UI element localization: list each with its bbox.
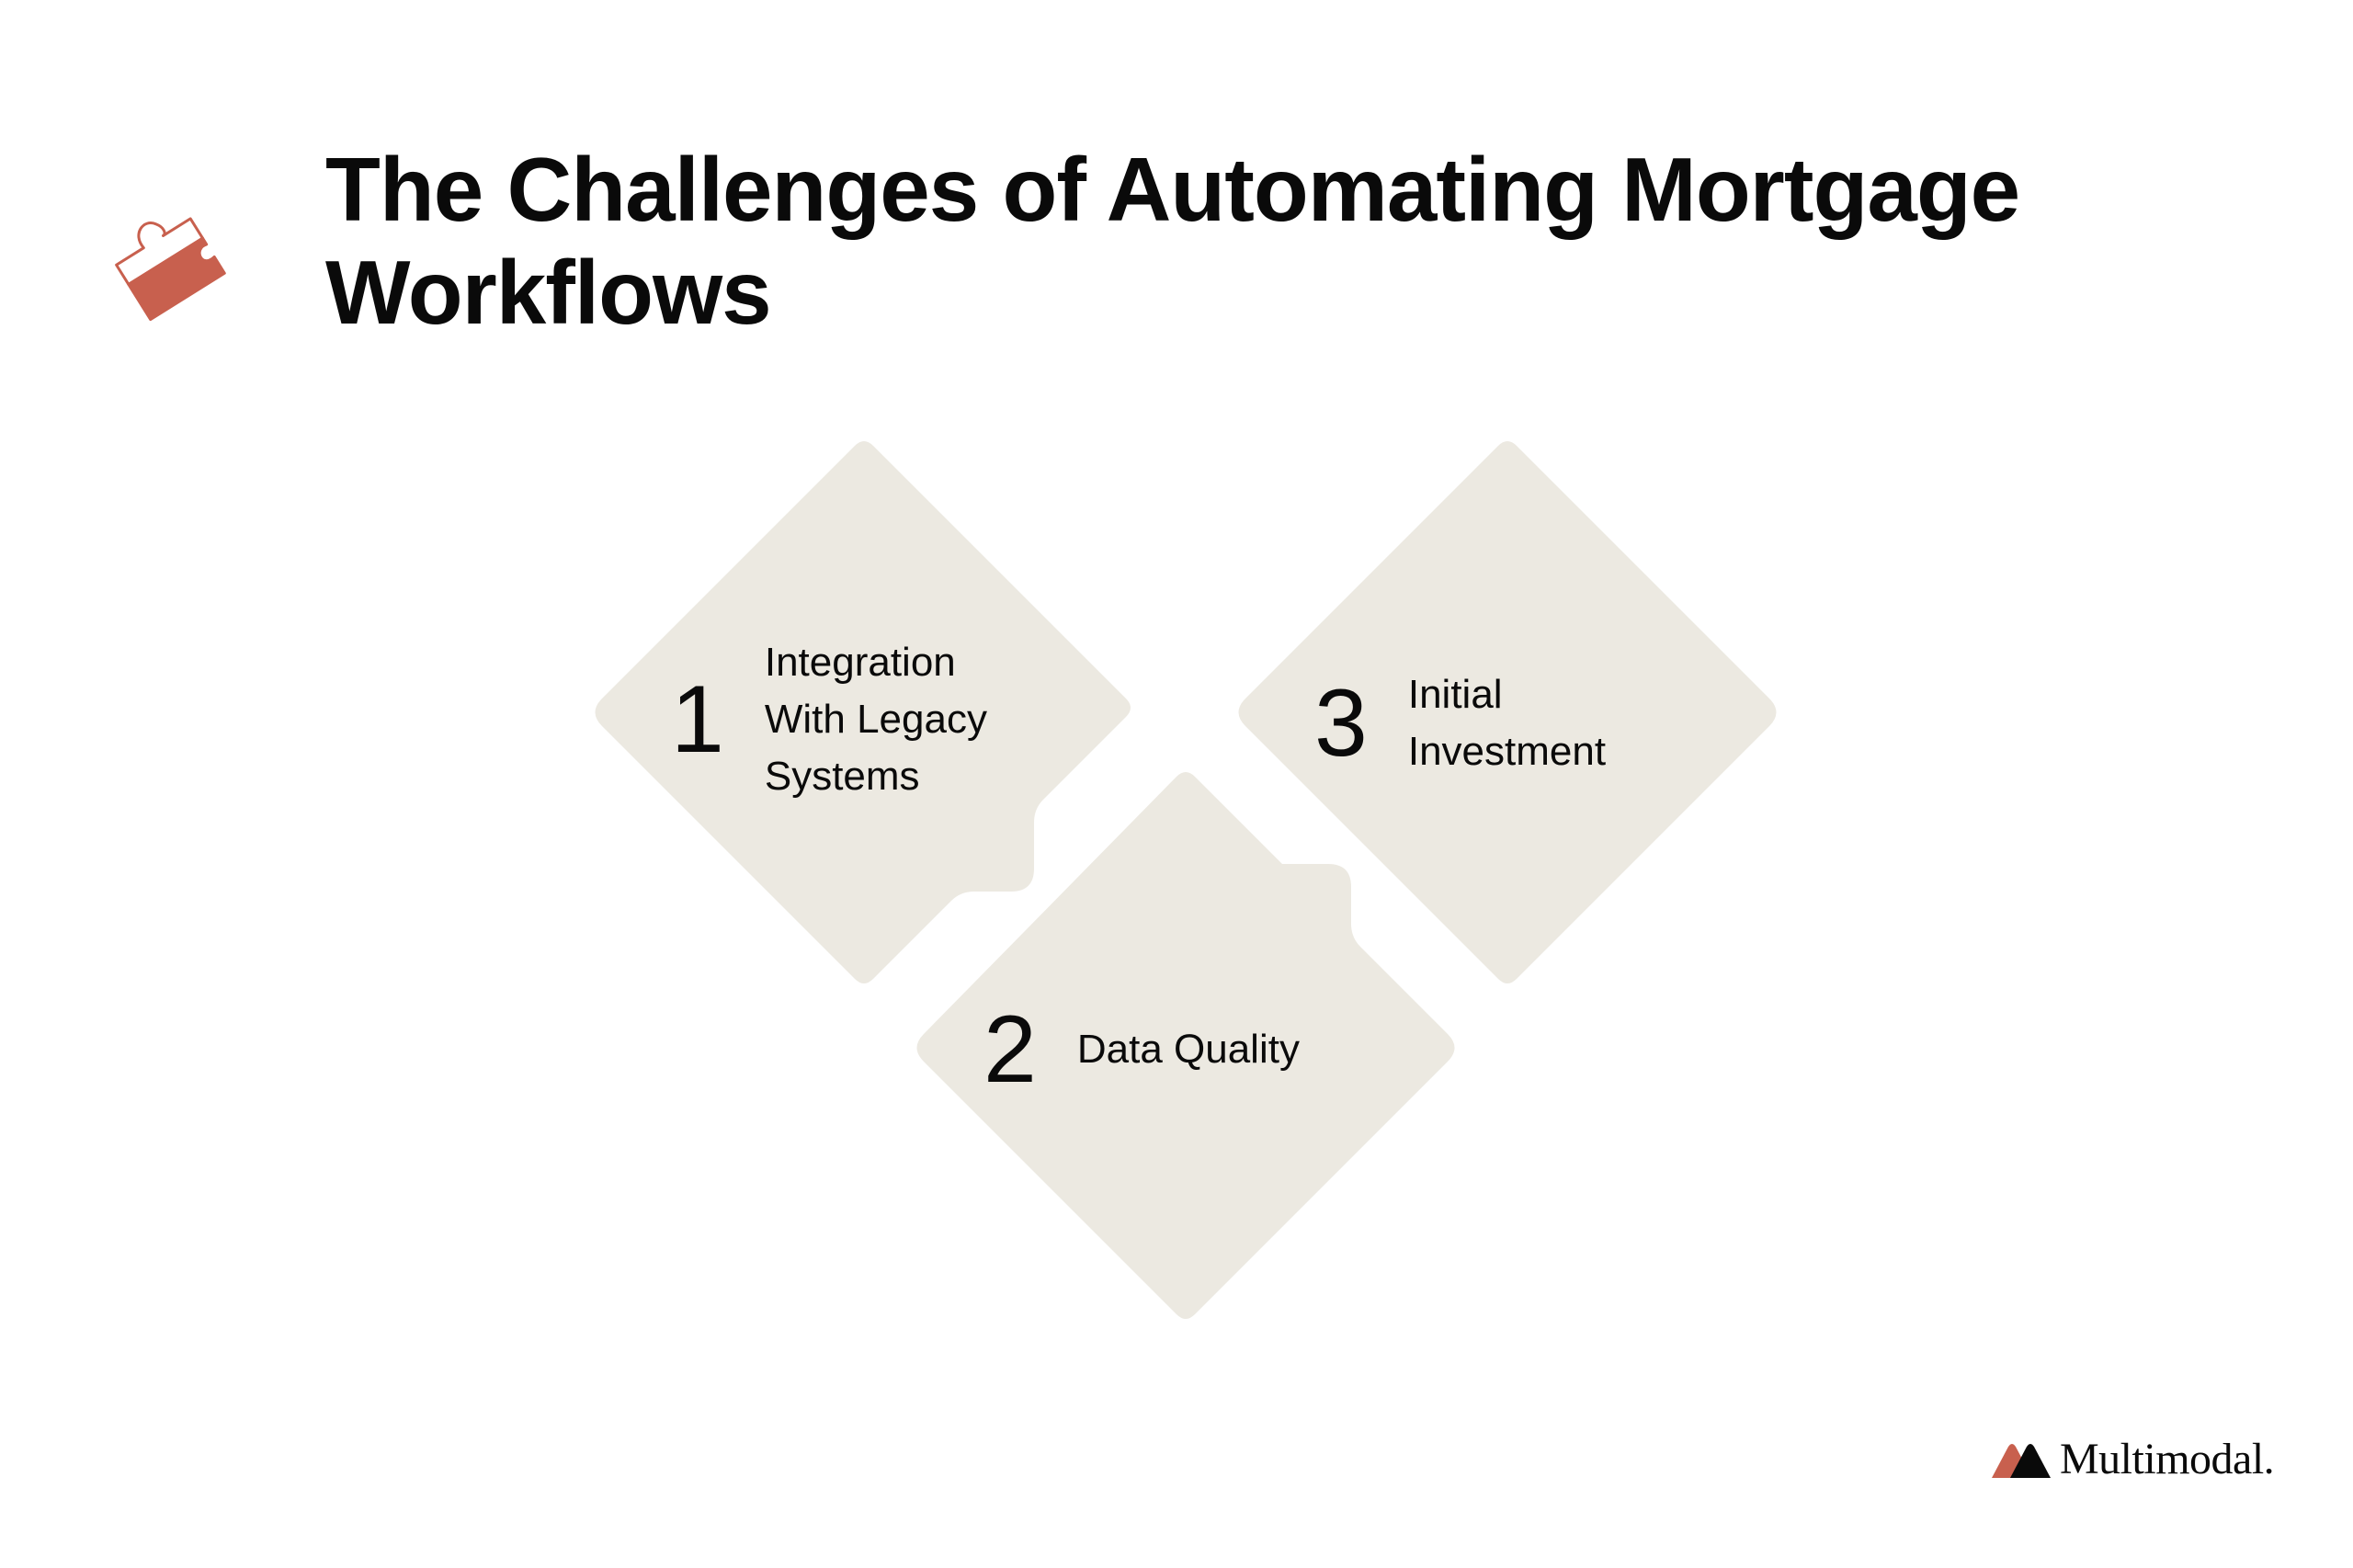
challenge-card-1 [595, 441, 1131, 983]
challenge-card-3 [1238, 441, 1777, 983]
page-title: The Challenges of Automating Mortgage Wo… [325, 139, 2020, 343]
challenge-3-label: Initial Investment [1407, 672, 1607, 774]
challenge-3-content: 3 Initial Investment [1314, 666, 1606, 780]
brand-mark: Multimodal. [1990, 1434, 2275, 1484]
puzzle-piece-icon [115, 217, 226, 322]
brand-name: Multimodal. [2060, 1435, 2275, 1483]
challenge-1-content: 1 Integration With Legacy Systems [671, 634, 987, 805]
challenge-1-number: 1 [671, 666, 724, 773]
challenge-2-number: 2 [983, 996, 1037, 1103]
challenge-1-label: Integration With Legacy Systems [764, 640, 987, 799]
challenge-2-content: 2 Data Quality [983, 1002, 1300, 1097]
challenge-3-number: 3 [1314, 670, 1368, 777]
challenge-2-label: Data Quality [1076, 1027, 1300, 1072]
multimodal-logo-icon [1992, 1443, 2051, 1478]
challenge-card-2 [916, 772, 1455, 1319]
